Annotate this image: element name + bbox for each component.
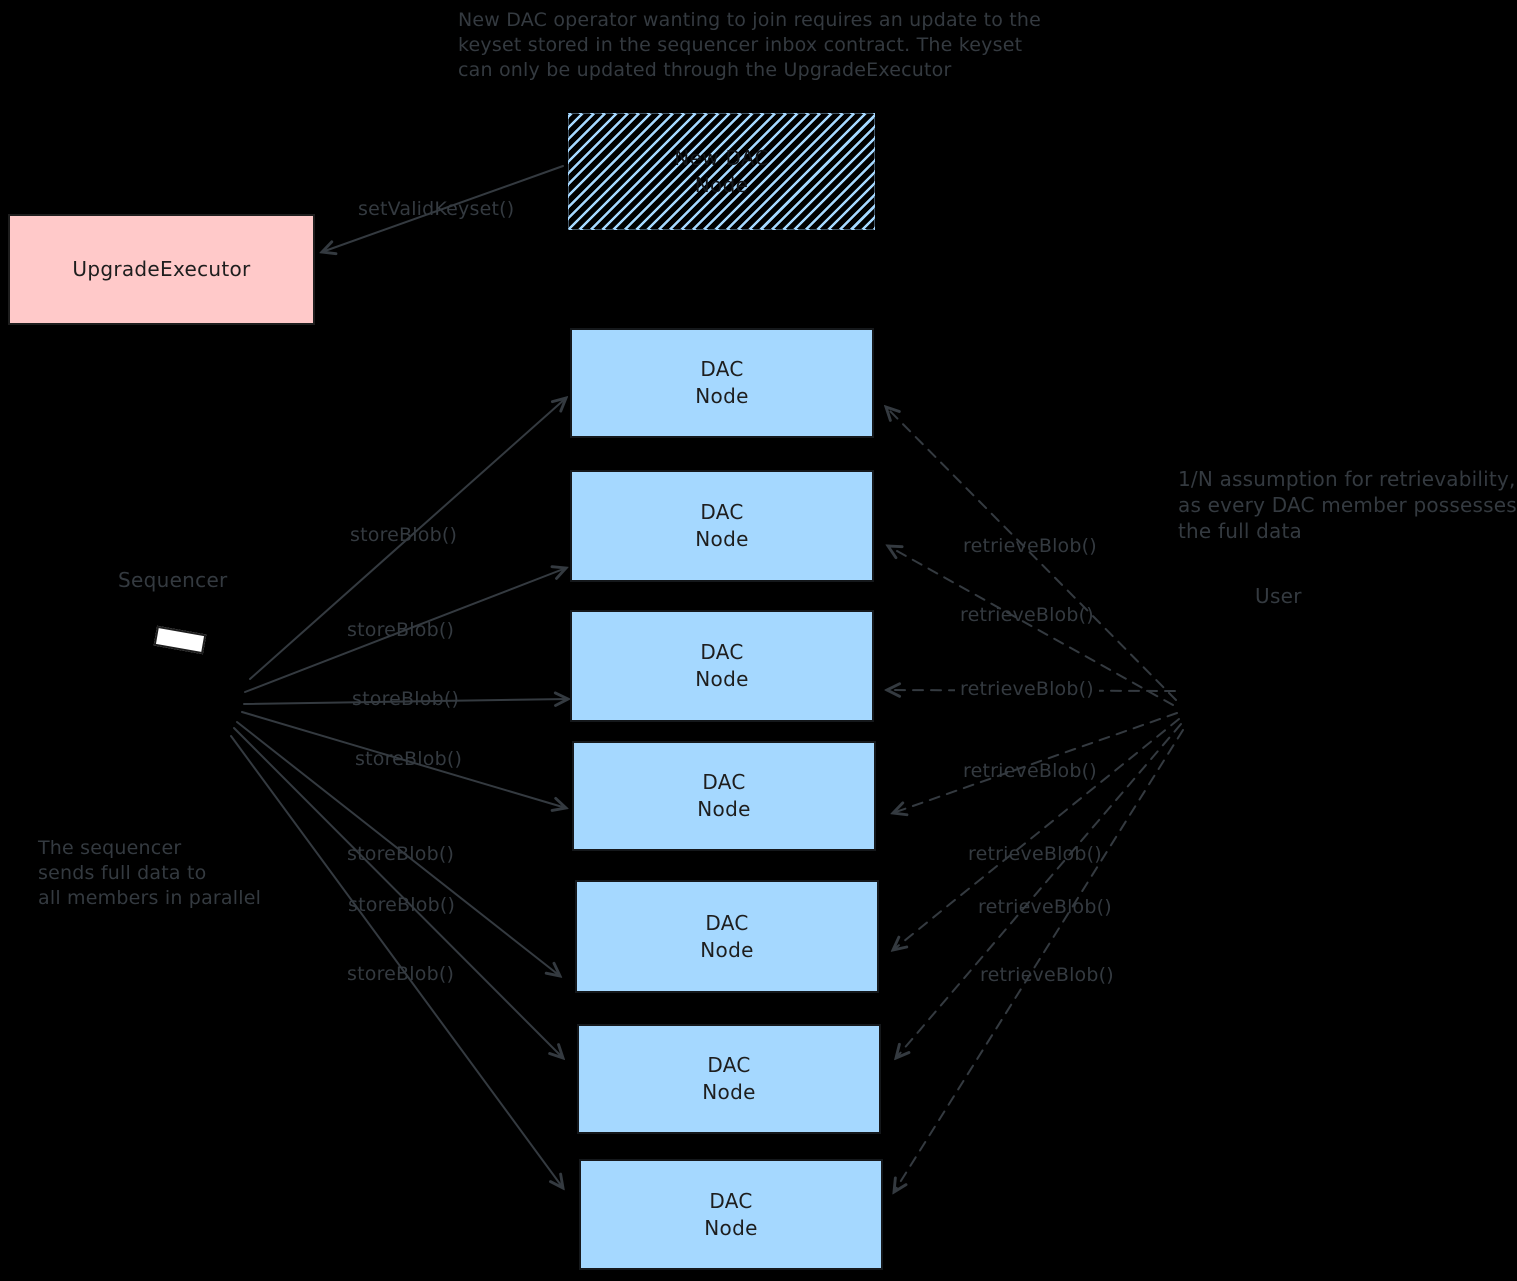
store-blob-arrow xyxy=(236,721,560,976)
store-blob-arrow xyxy=(233,727,563,1058)
edge-label-retrieve-blob: retrieveBlob() xyxy=(968,843,1102,865)
retrieve-blob-arrow xyxy=(896,723,1182,1058)
node-label-line: New DAC xyxy=(674,145,769,170)
node-dac-6: DAC Node xyxy=(577,1024,881,1134)
retrieve-blob-arrow xyxy=(888,546,1174,706)
note-line: the full data xyxy=(1178,519,1303,543)
node-label-line: DAC xyxy=(702,770,746,794)
sequencer-label: Sequencer xyxy=(118,568,228,592)
node-label-line: UpgradeExecutor xyxy=(72,257,251,281)
node-label-line: Node xyxy=(695,384,749,408)
edge-label-retrieve-blob: retrieveBlob() xyxy=(980,964,1114,986)
store-blob-arrow xyxy=(249,398,566,680)
note-1n-assumption: 1/N assumption for retrievability, as ev… xyxy=(1178,466,1517,544)
edge-label-set-valid-keyset: setValidKeyset() xyxy=(358,198,515,220)
node-label-line: Node xyxy=(697,797,751,821)
store-blob-arrow xyxy=(241,711,566,808)
node-label-line: DAC xyxy=(705,910,749,935)
edge-label-store-blob: storeBlob() xyxy=(347,619,455,641)
edge-label-retrieve-blob: retrieveBlob() xyxy=(960,604,1094,626)
node-dac-1: DAC Node xyxy=(570,328,874,438)
store-blob-arrow xyxy=(244,568,566,693)
node-label-line: DAC xyxy=(700,640,744,664)
node-dac-4: DAC Node xyxy=(572,741,876,851)
edge-label-store-blob: storeBlob() xyxy=(352,688,460,710)
note-line: The sequencer xyxy=(38,837,182,859)
node-label-line: DAC xyxy=(707,1053,751,1077)
note-line: sends full data to xyxy=(38,862,207,884)
note-line: 1/N assumption for retrievability, xyxy=(1178,467,1516,491)
edge-label-store-blob: storeBlob() xyxy=(350,524,458,546)
edge-label-retrieve-blob: retrieveBlob() xyxy=(978,896,1112,918)
note-sequencer-parallel: The sequencer sends full data to all mem… xyxy=(38,836,261,911)
edge-label-retrieve-blob: retrieveBlob() xyxy=(963,760,1097,782)
note-line: as every DAC member possesses xyxy=(1178,493,1517,517)
retrieve-blob-arrow xyxy=(893,718,1180,950)
node-label-line: Node xyxy=(704,1215,758,1240)
node-label-line: DAC xyxy=(700,500,744,524)
user-label: User xyxy=(1255,584,1302,608)
note-line: all members in parallel xyxy=(38,887,262,909)
edge-label-store-blob: storeBlob() xyxy=(355,748,463,770)
edge-label-retrieve-blob: retrieveBlob() xyxy=(955,678,1099,700)
note-line: keyset stored in the sequencer inbox con… xyxy=(458,34,1023,56)
edge-label-store-blob: storeBlob() xyxy=(348,894,456,916)
set-valid-keyset-arrow xyxy=(322,165,564,252)
node-label-line: Node xyxy=(694,172,749,197)
edge-label-store-blob: storeBlob() xyxy=(347,963,455,985)
node-dac-3: DAC Node xyxy=(570,610,874,722)
store-blob-arrow xyxy=(230,735,563,1188)
retrieve-blob-arrow xyxy=(886,407,1177,701)
node-label-line: Node xyxy=(700,937,754,962)
retrieve-blob-arrow xyxy=(893,712,1178,813)
retrieve-blob-arrow xyxy=(894,729,1184,1192)
node-dac-2: DAC Node xyxy=(570,470,874,582)
node-upgrade-executor: UpgradeExecutor xyxy=(8,214,315,325)
note-keyset-update: New DAC operator wanting to join require… xyxy=(458,8,1041,83)
node-label-line: DAC xyxy=(700,357,744,381)
node-label-line: Node xyxy=(702,1080,756,1104)
note-line: can only be updated through the UpgradeE… xyxy=(458,59,952,81)
node-new-dac-node: New DAC Node xyxy=(568,113,875,230)
node-label-line: DAC xyxy=(709,1188,753,1213)
edge-label-store-blob: storeBlob() xyxy=(347,843,455,865)
node-label-line: Node xyxy=(695,527,749,551)
node-label-line: Node xyxy=(695,667,749,691)
store-blob-arrow xyxy=(243,699,568,704)
note-line: New DAC operator wanting to join require… xyxy=(458,9,1042,31)
edge-label-retrieve-blob: retrieveBlob() xyxy=(963,535,1097,557)
